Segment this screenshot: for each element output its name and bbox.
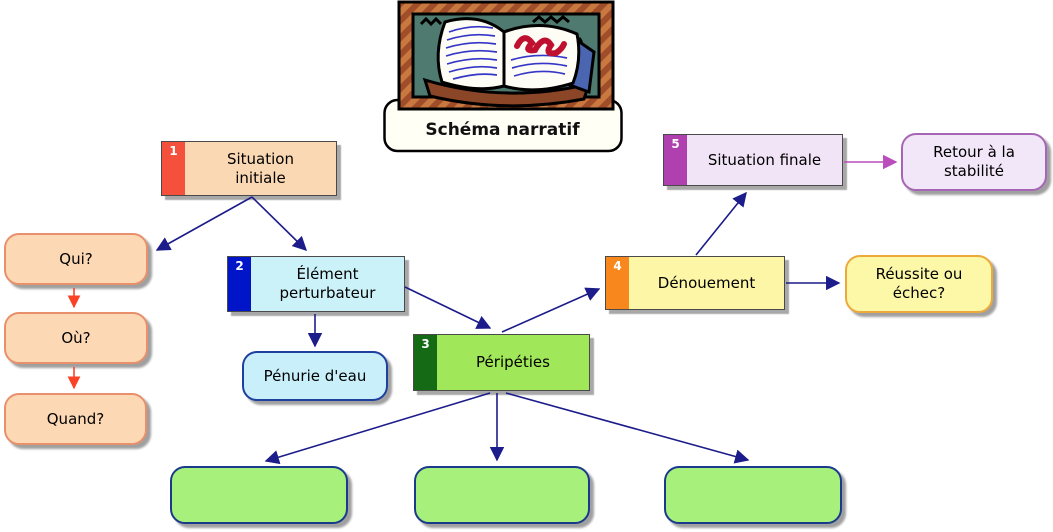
node-label: Quand?	[46, 409, 105, 428]
node-denouement: 4 Dénouement	[605, 256, 785, 310]
node-situation-initiale: 1 Situation initiale	[161, 141, 337, 196]
node-qui: Qui?	[4, 233, 148, 285]
arrow-initiale-to-perturbateur	[251, 196, 308, 252]
arrow-denouement-to-finale	[695, 191, 747, 256]
empty-answer-box-1[interactable]	[170, 466, 348, 524]
arrow-peripeties-to-box3	[505, 392, 750, 464]
arrow-perturbateur-to-peripeties	[404, 286, 492, 329]
node-label: Qui?	[59, 249, 93, 268]
node-label: Réussite ou échec?	[875, 265, 963, 302]
node-number-1: 1	[162, 142, 185, 195]
node-label: Où?	[61, 328, 91, 347]
diagram-title: Schéma narratif	[425, 120, 580, 140]
node-ou: Où?	[4, 312, 148, 364]
arrow-initiale-to-qui	[155, 196, 253, 251]
node-penurie-deau: Pénurie d'eau	[242, 351, 388, 401]
node-label: Péripéties	[476, 353, 550, 372]
node-quand: Quand?	[4, 393, 147, 445]
empty-answer-box-3[interactable]	[664, 466, 842, 524]
node-label: Élément perturbateur	[279, 265, 376, 302]
node-label: Situation finale	[707, 150, 822, 169]
open-book-illustration	[383, 0, 623, 153]
node-reussite-ou-echec: Réussite ou échec?	[845, 255, 993, 313]
node-number-2: 2	[228, 257, 251, 311]
node-situation-finale: 5 Situation finale	[663, 134, 843, 186]
node-number-3: 3	[414, 335, 437, 390]
node-label: Pénurie d'eau	[263, 366, 367, 385]
node-number-4: 4	[606, 257, 629, 309]
node-label: Retour à la stabilité	[933, 143, 1015, 180]
empty-answer-box-2[interactable]	[414, 466, 590, 524]
node-label: Situation initiale	[226, 149, 294, 187]
node-peripeties: 3 Péripéties	[413, 334, 590, 391]
node-retour-stabilite: Retour à la stabilité	[901, 133, 1047, 191]
arrow-peripeties-to-box1	[264, 392, 491, 465]
node-label: Dénouement	[657, 273, 756, 292]
arrow-peripeties-to-denouement	[501, 287, 601, 333]
node-element-perturbateur: 2 Élément perturbateur	[227, 256, 405, 312]
node-number-5: 5	[664, 135, 687, 185]
